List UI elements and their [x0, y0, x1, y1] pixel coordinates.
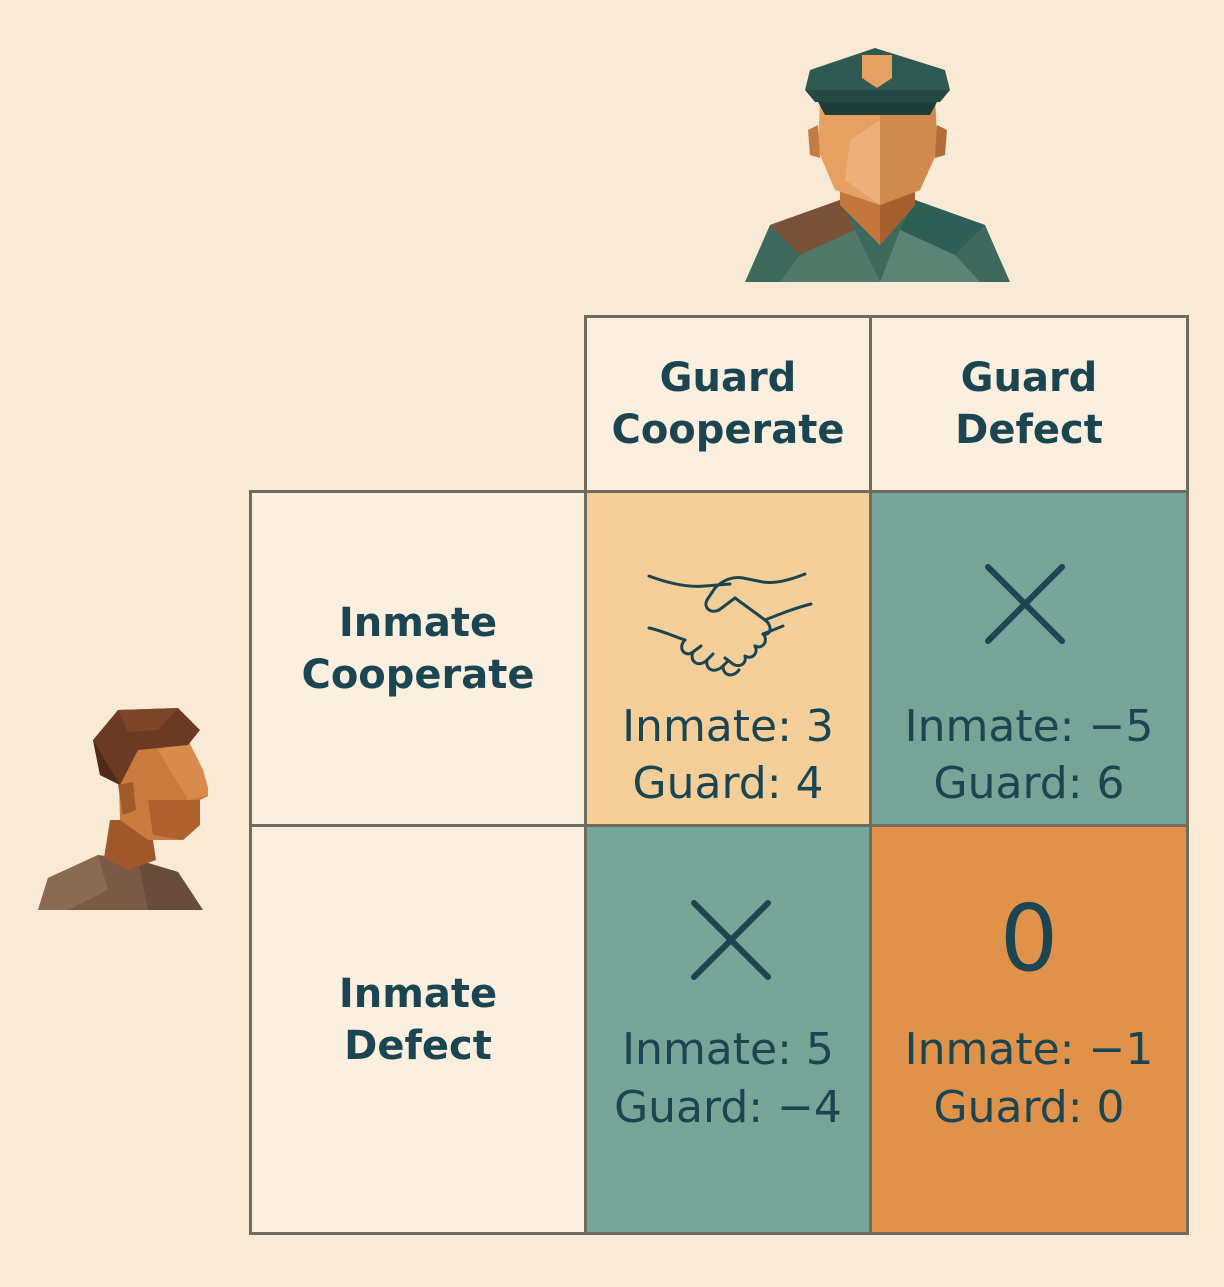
guard-icon	[745, 48, 1010, 282]
guard-payoff: Guard: −4	[614, 1082, 842, 1133]
row-header-inmate-defect: Inmate Defect	[249, 824, 587, 1235]
row-label: Inmate Cooperate	[301, 599, 535, 698]
handshake-icon	[647, 572, 813, 677]
payoff-cell-defect-defect: 0 Inmate: −1 Guard: 0	[869, 824, 1189, 1235]
x-icon	[691, 900, 771, 980]
payoff-cell-defect-cooperate: Inmate: 5 Guard: −4	[584, 824, 872, 1235]
inmate-payoff: Inmate: 5	[622, 1024, 834, 1075]
guard-payoff: Guard: 0	[933, 1082, 1125, 1133]
inmate-payoff: Inmate: −1	[904, 1024, 1154, 1075]
payoff-cell-cooperate-cooperate: Inmate: 3 Guard: 4	[584, 490, 872, 827]
column-header-guard-defect: Guard Defect	[869, 315, 1189, 493]
inmate-payoff: Inmate: −5	[904, 701, 1154, 752]
column-label: Guard Cooperate	[611, 355, 845, 453]
payoff-cell-cooperate-defect: Inmate: −5 Guard: 6	[869, 490, 1189, 827]
x-icon	[985, 564, 1065, 644]
guard-payoff: Guard: 4	[632, 758, 824, 809]
row-label: Inmate Defect	[338, 970, 498, 1069]
inmate-payoff: Inmate: 3	[622, 701, 834, 752]
column-header-guard-cooperate: Guard Cooperate	[584, 315, 872, 493]
o-icon: 0	[999, 885, 1059, 992]
inmate-icon	[38, 708, 208, 910]
guard-payoff: Guard: 6	[933, 758, 1125, 809]
column-label: Guard Defect	[955, 355, 1103, 453]
row-header-inmate-cooperate: Inmate Cooperate	[249, 490, 587, 827]
